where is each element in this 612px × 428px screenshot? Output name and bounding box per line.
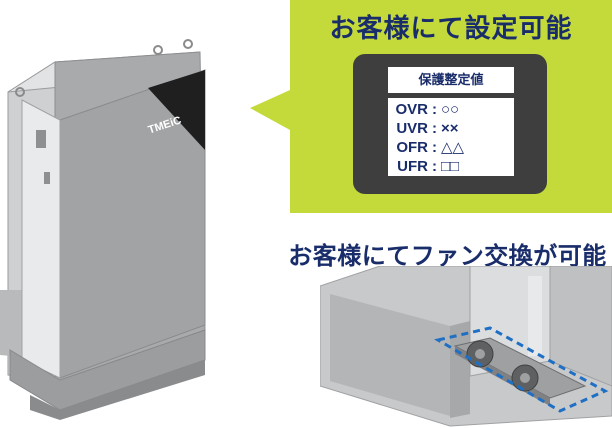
settings-screen-body — [388, 98, 514, 176]
setting-value: □□ — [441, 158, 460, 175]
settings-screen-header — [388, 67, 514, 93]
door-handle — [36, 130, 46, 148]
setting-row-uvr: UVR:×× — [388, 119, 514, 138]
brand-logo-corner — [148, 70, 205, 150]
setting-row-ufr: UFR:□□ — [388, 157, 514, 176]
callout-title: お客様にて設定可能 — [329, 13, 573, 43]
settings-callout-bubble — [250, 0, 612, 213]
setting-label: OVR — [395, 101, 428, 118]
inverter-cabinet-illustration: TMEiC — [0, 39, 206, 420]
setting-row-ofr: OFR:△△ — [388, 138, 514, 157]
panel-header: 保護整定値 — [418, 72, 484, 87]
fan-highlight-outline — [433, 326, 609, 413]
protection-settings-list: OVR:○○ UVR:×× OFR:△△ UFR:□□ — [388, 100, 514, 176]
setting-label: UFR — [397, 158, 428, 175]
setting-value: ×× — [441, 120, 459, 137]
setting-label: UVR — [396, 120, 428, 137]
setting-value: ○○ — [441, 101, 460, 118]
setting-value: △△ — [441, 139, 465, 156]
setting-row-ovr: OVR:○○ — [388, 100, 514, 119]
fan-replacement-illustration — [320, 266, 612, 427]
setting-label: OFR — [396, 139, 428, 156]
